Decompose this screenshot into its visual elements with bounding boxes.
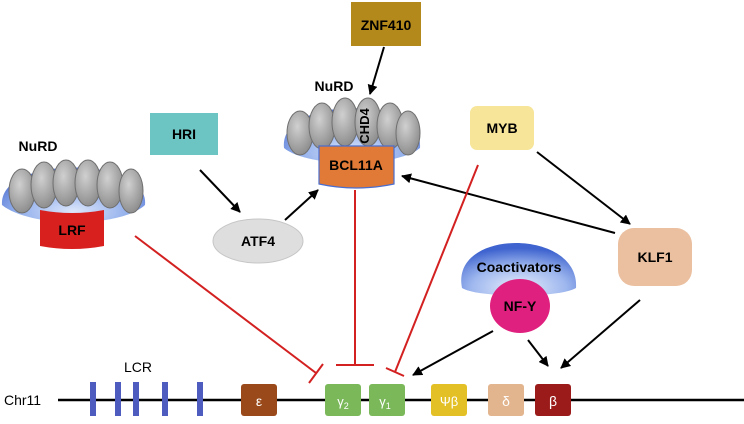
gene-epsilon-label: ε <box>256 393 262 409</box>
arrow-klf1-beta <box>560 299 641 369</box>
globin-genes: ε γ2 γ1 Ψβ δ β <box>241 384 571 416</box>
nfy-label: NF-Y <box>504 298 537 314</box>
lrf-box <box>40 210 104 249</box>
znf410-label: ZNF410 <box>361 17 412 33</box>
bcl11a-label: BCL11A <box>329 157 383 173</box>
repress-lrf-gamma <box>134 235 317 374</box>
lcr-site <box>197 382 203 416</box>
nfy-node <box>490 279 550 333</box>
arrow-nfy-beta <box>527 339 549 367</box>
svg-text:γ2: γ2 <box>337 394 349 411</box>
klf1-node: KLF1 <box>618 228 692 286</box>
hri-label: HRI <box>172 126 196 142</box>
activation-arrows <box>199 46 641 376</box>
nucleosomes-left <box>8 159 144 214</box>
chr11-label: Chr11 <box>4 392 41 408</box>
atf4-node: ATF4 <box>212 218 304 264</box>
gene-psi-beta: Ψβ <box>431 384 467 416</box>
gene-beta-label: β <box>549 393 557 409</box>
arrow-nfy-gamma <box>412 330 494 376</box>
myb-node: MYB <box>470 106 534 150</box>
repress-myb-bar <box>385 367 405 377</box>
atf4-label: ATF4 <box>241 233 275 249</box>
arrow-myb-klf1 <box>536 151 631 225</box>
arrow-znf410-chd4 <box>367 46 385 95</box>
repress-lrf-bar <box>308 363 324 384</box>
klf1-label: KLF1 <box>638 249 673 265</box>
arrow-atf4-bcl11a <box>284 189 319 221</box>
nurd-bcl11a-complex: NuRD CHD4 BCL11A <box>283 78 421 189</box>
lcr-site <box>90 382 96 416</box>
myb-label: MYB <box>486 120 517 136</box>
gene-beta: β <box>535 384 571 416</box>
gene-delta-label: δ <box>502 393 510 409</box>
lcr-label: LCR <box>124 359 152 375</box>
coactivators-nfy-complex: Coactivators NF-Y <box>461 243 577 333</box>
bcl11a-box <box>318 145 395 189</box>
coactivators-dome <box>461 243 577 296</box>
gene-psi-beta-label: Ψβ <box>440 394 458 409</box>
gene-gamma2: γ2 <box>325 384 361 416</box>
znf410-node: ZNF410 <box>351 2 421 46</box>
nurd-left-label: NuRD <box>19 138 58 154</box>
gene-epsilon: ε <box>241 384 277 416</box>
chd4-label: CHD4 <box>357 108 372 144</box>
lrf-label: LRF <box>58 222 86 238</box>
svg-text:γ1: γ1 <box>379 394 391 411</box>
coactivators-label: Coactivators <box>477 259 562 275</box>
gene-gamma1: γ1 <box>369 384 405 416</box>
hri-node: HRI <box>150 113 218 155</box>
nurd-lrf-complex: NuRD LRF <box>1 138 146 249</box>
nucleosomes-top <box>286 97 421 156</box>
lcr-hypersensitive-sites <box>90 382 203 416</box>
lcr-site <box>115 382 121 416</box>
repress-myb-gamma <box>394 164 479 373</box>
arrow-hri-atf4 <box>199 169 241 213</box>
repression-lines <box>134 164 479 384</box>
gene-delta: δ <box>488 384 524 416</box>
lcr-site <box>162 382 168 416</box>
arrow-klf1-bcl11a <box>401 173 616 234</box>
lcr-site <box>133 382 139 416</box>
nurd-top-label: NuRD <box>315 78 354 94</box>
